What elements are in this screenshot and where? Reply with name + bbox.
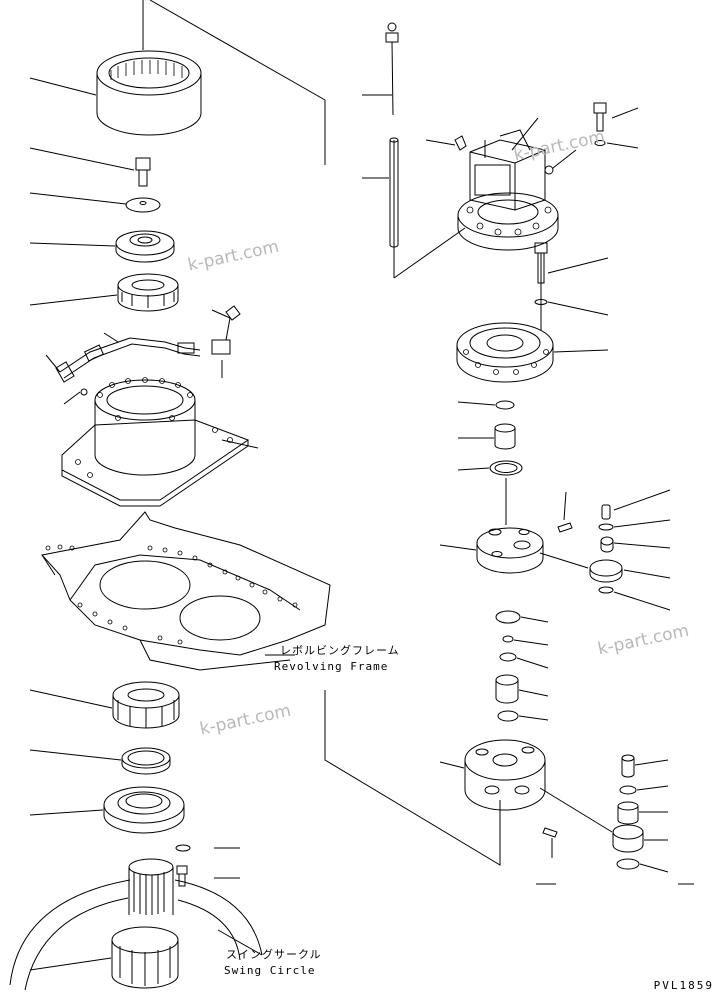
swing-circle-part [9,879,263,991]
long-bolt-part [534,242,548,284]
motor-bolt-part [593,102,607,146]
seal-part [115,230,175,263]
leader-line [45,354,61,373]
revolving-frame-label-jp: レボルビングフレーム [280,644,400,657]
leader-line [29,749,122,761]
leader-line [29,689,113,709]
leader-line [518,715,549,721]
leader-line [63,391,81,405]
swing-circle-label-jp: スイングサークル [226,948,322,961]
leader-line [611,107,639,119]
leader-line [439,761,465,769]
flange-case-part [456,322,554,383]
leader-line [516,657,549,669]
leader-line [553,349,609,353]
revolving-frame-part [41,511,331,671]
leader-line [29,294,118,306]
leader-line [518,689,549,697]
leader-line [563,491,567,521]
leader-line [511,117,539,151]
leader-line [539,787,613,833]
leader-line [29,957,112,971]
revolving-frame-label-en: Revolving Frame [274,660,389,673]
leader-line [547,257,609,274]
leader-line [613,489,671,511]
dipstick-part [385,22,399,116]
leader-line [613,519,671,528]
small-washer-bolt-part [175,844,191,887]
ring-part [499,652,517,662]
planet-parts-1 [589,504,623,594]
leader-line [457,401,496,406]
leader-line [211,309,231,319]
leader-line [29,242,116,247]
hose-part [55,305,241,383]
pin-part [542,827,558,838]
swing-motor-part [454,129,559,251]
washer-part [534,299,548,305]
leader-line [425,139,456,146]
carrier-2-part [464,739,546,811]
ring-part [495,610,521,624]
leader-line [29,77,97,96]
planet-parts-2 [612,754,644,870]
leader-line [547,301,609,316]
leader-line [439,544,477,551]
bearing-part [117,273,179,312]
spacer-ring-part [121,747,171,775]
level-pipe-part [389,137,399,248]
leader-line [29,192,127,205]
motor-case-part [61,377,250,507]
pinion-shaft-part [111,858,179,989]
leader-line [636,785,669,791]
leader-line [634,759,669,766]
leader-line [29,809,104,816]
carrier-1-part [476,527,544,574]
leader-line [623,569,671,579]
ring-part [495,400,515,410]
leader-line [29,147,135,171]
plate-washer-part [125,197,161,213]
ring-part [497,710,519,722]
leader-line [513,639,549,646]
leader-line [103,332,119,343]
assembly-guide-lines [142,0,542,866]
leader-line [457,467,490,471]
leader-line [639,863,669,873]
leader-line [221,439,259,449]
leader-line [520,616,549,623]
drawing-code: PVL1859 [653,979,714,992]
leader-line [606,142,639,149]
thrust-ring-part [489,460,523,476]
pin-part [557,522,573,533]
o-ring-part [80,388,88,396]
bushing-part [494,423,516,450]
ring-gear-part [96,50,202,136]
lower-bearing-part [112,681,180,729]
ring-part [502,635,514,643]
leader-line [552,149,577,169]
swing-circle-label-en: Swing Circle [224,964,316,977]
cover-part [103,786,185,834]
bolt-part [135,157,151,187]
sun-gear-part [495,674,519,704]
leader-line [539,552,589,569]
leader-line [613,542,671,549]
leader-line [613,591,671,611]
